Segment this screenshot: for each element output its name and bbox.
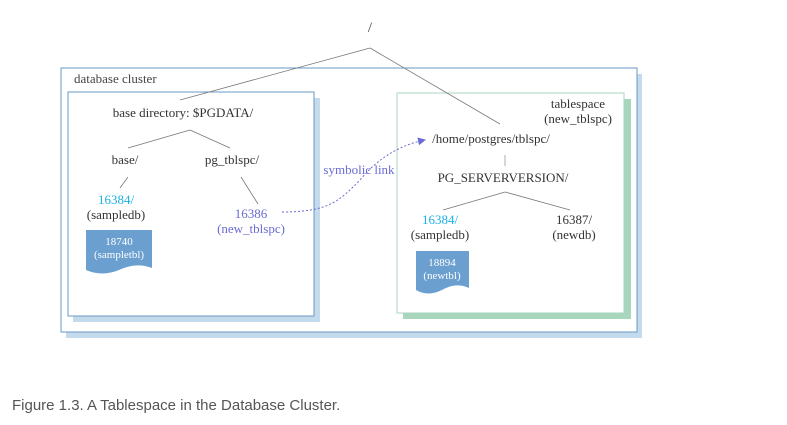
figure-caption: Figure 1.3. A Tablespace in the Database… [12,397,341,414]
symlink-arrow [281,137,426,213]
newtbl-name: (newtbl) [423,270,461,282]
base-dir-title: base directory: $PGDATA/ [113,105,254,120]
base-subdir: base/ [112,152,139,167]
root-to-base-line [179,47,371,101]
link-name-label: (new_tblspc) [217,221,285,236]
tablespace-diagram: / database cluster base directory: $PGDA… [60,20,642,338]
sampletbl-name: (sampletbl) [94,249,144,261]
tablespace-label-1: tablespace [551,96,605,111]
cluster-label: database cluster [74,71,157,86]
ts-db2-oid: 16387/ [556,212,593,227]
tree-line-db1 [442,191,506,211]
symlink-label: symbolic link [323,162,395,177]
ts-db1-oid: 16384/ [422,212,459,227]
ts-db2-name: (newdb) [552,227,595,242]
ts-db1-name: (sampledb) [411,227,469,242]
link-oid-label: 16386 [235,206,268,221]
version-dir: PG_SERVERVERSION/ [438,170,569,185]
tree-line-db2 [504,191,571,211]
root-label: / [368,20,373,36]
db-oid-label: 16384/ [98,192,135,207]
tree-line-db [119,176,129,189]
sampletbl-file-icon [86,230,152,274]
tree-line-pgtblspc [189,129,231,149]
sampletbl-oid: 18740 [105,236,133,248]
newtbl-file-icon [416,251,469,294]
base-dir-box [67,91,315,317]
newtbl-oid: 18894 [428,257,456,269]
tree-line-base [127,129,191,149]
tree-line-link [240,176,259,205]
tablespace-box [396,92,625,314]
db-name-label: (sampledb) [87,207,145,222]
tablespace-label-2: (new_tblspc) [544,111,612,126]
pg-tblspc-subdir: pg_tblspc/ [205,152,260,167]
tablespace-path: /home/postgres/tblspc/ [432,131,550,146]
root-to-tblspc-line [369,47,501,125]
